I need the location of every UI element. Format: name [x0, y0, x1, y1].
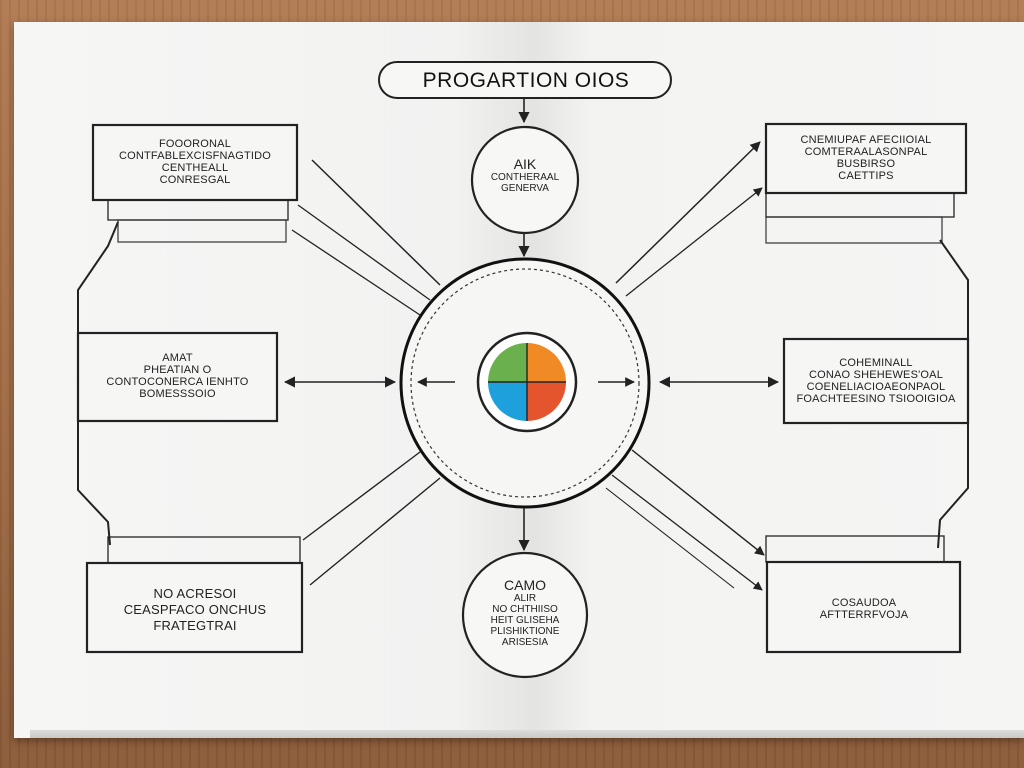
pie-red: [527, 382, 566, 421]
box-line: COSAUDOA: [831, 597, 897, 609]
connector-bottom-right-a: [631, 449, 765, 556]
box-line: CONTOCONERCA IENHTO: [106, 376, 249, 388]
bottom-node-line: CAMO: [504, 577, 546, 593]
pie-blue: [488, 382, 527, 421]
pie-green: [488, 343, 527, 382]
box-line: CONAO SHEHEWES'OAL: [808, 369, 944, 381]
bottom-node-line: NO CHTHIISO: [492, 604, 558, 615]
box-line: FRATEGTRAI: [153, 618, 237, 633]
bottom-right-box-label: COSAUDOA AFTTERRFVOJA: [770, 597, 958, 621]
box-line: CONTFABLEXCISFNAGTIDO: [118, 150, 272, 162]
top-node-label: AIK CONTHERAAL GENERVA: [475, 156, 575, 194]
connector-top-left-a: [311, 159, 441, 286]
right-bracket-line: [937, 239, 969, 549]
connector-bottom-left-a: [302, 451, 421, 541]
top-right-box-label: CNEMIUPAF AFECIIOIAL COMTERAALASONPAL BU…: [768, 134, 964, 182]
box-line: NO ACRESOI: [153, 586, 237, 601]
top-node-line: GENERVA: [501, 183, 549, 194]
title-pill: [378, 61, 672, 99]
mid-left-box-label: AMAT PHEATIAN O CONTOCONERCA IENHTO BOME…: [80, 352, 275, 400]
page-stack-edge: [30, 730, 1024, 738]
box-line: COMTERAALASONPAL: [804, 146, 928, 158]
box-line: FOOORONAL: [158, 138, 232, 150]
bottom-node-line: ALIR: [513, 593, 537, 604]
diagram-title: PROGARTION OIOS: [422, 69, 630, 92]
box-line: BUSBIRSO: [836, 158, 896, 170]
box-line: FOACHTEESINO TSIOOIGIOA: [796, 393, 956, 405]
box-line: COENELIACIOAEONPAOL: [806, 381, 946, 393]
hub-dashed-ring: [410, 268, 640, 498]
connector-bottom-left-b: [309, 477, 441, 586]
box-line: CEASPFACO ONCHUS: [123, 602, 267, 617]
box-line: AFTTERRFVOJA: [819, 609, 909, 621]
box-line: PHEATIAN O: [143, 364, 212, 376]
hub-pie: [488, 343, 566, 421]
pie-orange: [527, 343, 566, 382]
top-node-line: CONTHERAAL: [490, 172, 560, 183]
bottom-node-label: CAMO ALIR NO CHTHIISO HEIT GLISEHA PLISH…: [470, 577, 580, 648]
box-line: AMAT: [162, 352, 193, 364]
top-right-box: [764, 122, 968, 244]
bottom-node-line: ARISESIA: [501, 637, 549, 648]
bottom-left-box-label: NO ACRESOI CEASPFACO ONCHUS FRATEGTRAI: [90, 586, 300, 634]
box-line: CNEMIUPAF AFECIIOIAL: [800, 134, 932, 146]
connector-bottom-right-b: [611, 474, 763, 591]
connector-top-right-a: [615, 141, 761, 284]
bottom-node-line: PLISHIKTIONE: [490, 626, 560, 637]
connector-bottom-right-c: [605, 487, 735, 589]
top-node-line: AIK: [513, 156, 537, 172]
bottom-node-line: HEIT GLISEHA: [490, 615, 560, 626]
top-left-box-label: FOOORONAL CONTFABLEXCISFNAGTIDO CENTHEAL…: [96, 138, 294, 186]
box-line: CAETTIPS: [838, 170, 894, 182]
bottom-left-box: [85, 536, 304, 654]
box-line: COHEMINALL: [839, 357, 913, 369]
top-left-box: [91, 123, 299, 243]
box-line: CONRESGAL: [159, 174, 231, 186]
connector-top-left-c: [291, 229, 421, 316]
connector-top-left-b: [297, 204, 431, 301]
connector-top-right-b: [625, 187, 763, 297]
box-line: BOMESSSOIO: [139, 388, 216, 400]
bottom-right-box: [765, 535, 962, 654]
top-node-circle: [470, 125, 580, 235]
left-bracket-line: [77, 221, 119, 546]
bottom-node-circle: [461, 551, 589, 679]
mid-right-box: [782, 337, 970, 425]
mid-right-box-label: COHEMINALL CONAO SHEHEWES'OAL COENELIACI…: [786, 357, 966, 405]
box-line: CENTHEALL: [161, 162, 229, 174]
